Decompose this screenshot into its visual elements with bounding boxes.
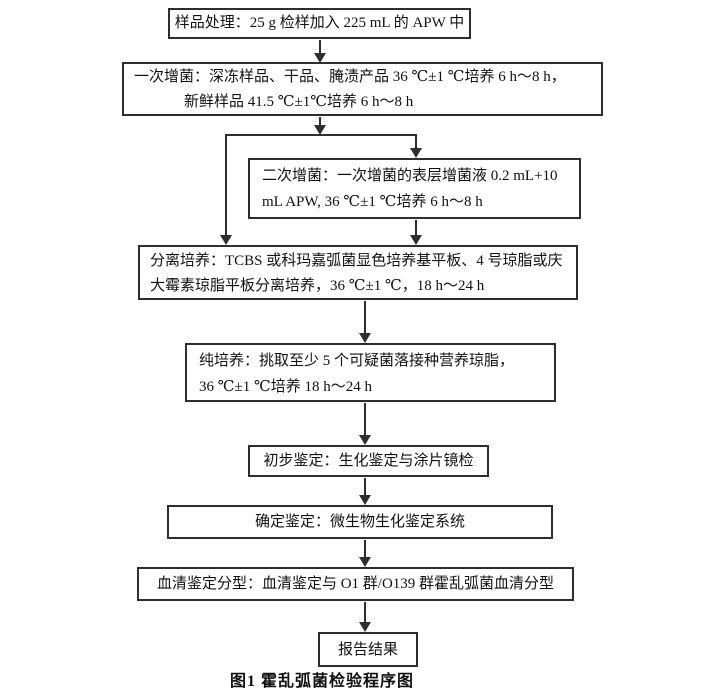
node-pure-culture: 纯培养：挑取至少 5 个可疑菌落接种营养琼脂， 36 ℃±1 ℃培养 18 h～…	[185, 343, 556, 402]
node-serotyping: 血清鉴定分型：血清鉴定与 O1 群/O139 群霍乱弧菌血清分型	[137, 567, 574, 601]
arrow-enrich1-to-junction	[314, 117, 326, 135]
node-text-line: 二次增菌：一次增菌的表层增菌液 0.2 mL+10	[262, 168, 558, 184]
node-confirmatory-identification: 确定鉴定：微生物生化鉴定系统	[167, 505, 553, 539]
node-preliminary-identification: 初步鉴定：生化鉴定与涂片镜检	[248, 445, 489, 477]
arrow-confirmatory-to-serotyping	[359, 540, 371, 567]
arrow-pure-to-preliminary	[359, 403, 371, 445]
arrow-isolation-to-pure	[359, 301, 371, 343]
node-text-line: 36 ℃±1 ℃培养 18 h～24 h	[199, 379, 373, 395]
arrow-serotyping-to-report	[359, 602, 371, 632]
arrow-enrich2-to-isolation	[410, 220, 422, 245]
node-text-line: 样品处理：25 g 检样加入 225 mL 的 APW 中	[174, 15, 465, 31]
node-text-line: 分离培养：TCBS 或科玛嘉弧菌显色培养基平板、4 号琼脂或庆	[150, 253, 563, 269]
node-isolation-culture: 分离培养：TCBS 或科玛嘉弧菌显色培养基平板、4 号琼脂或庆 大霉素琼脂平板分…	[138, 245, 578, 300]
node-text-line: 新鲜样品 41.5 ℃±1℃培养 6 h～8 h	[184, 94, 414, 110]
arrow-junction-to-enrich2	[410, 134, 422, 158]
node-report-result: 报告结果	[318, 632, 418, 667]
arrow-preliminary-to-confirmatory	[359, 478, 371, 505]
node-text-line: 血清鉴定分型：血清鉴定与 O1 群/O139 群霍乱弧菌血清分型	[156, 576, 555, 592]
node-text-line: 报告结果	[337, 642, 398, 658]
node-text-line: mL APW, 36 ℃±1 ℃培养 6 h～8 h	[262, 194, 483, 210]
node-text-line: 确定鉴定：微生物生化鉴定系统	[254, 514, 465, 530]
node-text-line: 纯培养：挑取至少 5 个可疑菌落接种营养琼脂，	[199, 353, 515, 369]
arrow-sample-to-enrich1	[314, 40, 326, 63]
node-text-line: 一次增菌：深冻样品、干品、腌渍产品 36 ℃±1 ℃培养 6 h～8 h，	[134, 69, 566, 85]
node-text-line: 初步鉴定：生化鉴定与涂片镜检	[263, 453, 474, 469]
figure-caption: 图1 霍乱弧菌检验程序图	[230, 673, 415, 690]
arrow-junction-to-isolation	[220, 134, 232, 245]
node-secondary-enrichment: 二次增菌：一次增菌的表层增菌液 0.2 mL+10 mL APW, 36 ℃±1…	[248, 158, 581, 219]
node-sample-prep: 样品处理：25 g 检样加入 225 mL 的 APW 中	[168, 8, 471, 39]
node-primary-enrichment: 一次增菌：深冻样品、干品、腌渍产品 36 ℃±1 ℃培养 6 h～8 h， 新鲜…	[122, 62, 603, 116]
node-text-line: 大霉素琼脂平板分离培养，36 ℃±1 ℃，18 h～24 h	[150, 278, 485, 294]
